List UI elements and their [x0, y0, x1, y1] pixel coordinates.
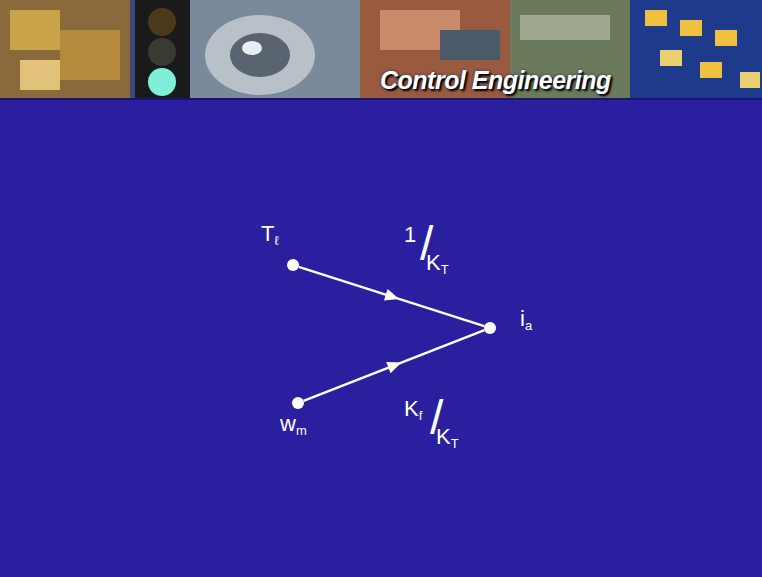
- signal-node: wm: [292, 397, 304, 409]
- branch-gain: Kf/KT: [404, 396, 482, 458]
- node-label: Tℓ: [261, 223, 279, 247]
- signal-branch: [299, 267, 485, 326]
- node-label: ia: [520, 308, 532, 332]
- signal-branch: [304, 330, 485, 401]
- signal-node: Tℓ: [287, 259, 299, 271]
- signal-node: ia: [484, 322, 496, 334]
- banner-title: Control Engineering: [380, 66, 611, 95]
- branch-gain: 1/KT: [398, 222, 476, 284]
- node-label: wm: [280, 413, 307, 437]
